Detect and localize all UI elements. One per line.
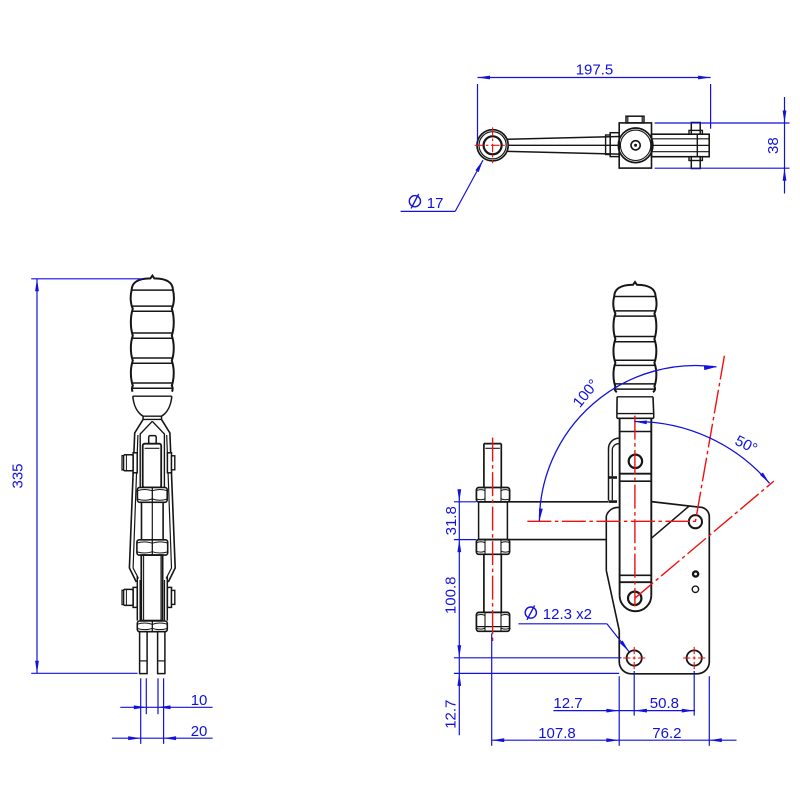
svg-text:335: 335 [10, 463, 27, 488]
svg-text:31.8: 31.8 [443, 506, 460, 535]
svg-text:100.8: 100.8 [443, 577, 460, 615]
svg-text:197.5: 197.5 [576, 61, 614, 78]
svg-text:107.8: 107.8 [538, 725, 576, 742]
svg-text:17: 17 [427, 195, 444, 212]
svg-text:20: 20 [191, 723, 208, 740]
svg-text:12.7: 12.7 [553, 695, 582, 712]
svg-text:38: 38 [765, 137, 782, 154]
svg-text:10: 10 [191, 692, 208, 709]
svg-text:12.3 x2: 12.3 x2 [543, 606, 592, 623]
svg-text:50.8: 50.8 [650, 695, 679, 712]
svg-text:76.2: 76.2 [652, 725, 681, 742]
svg-text:12.7: 12.7 [443, 700, 460, 729]
